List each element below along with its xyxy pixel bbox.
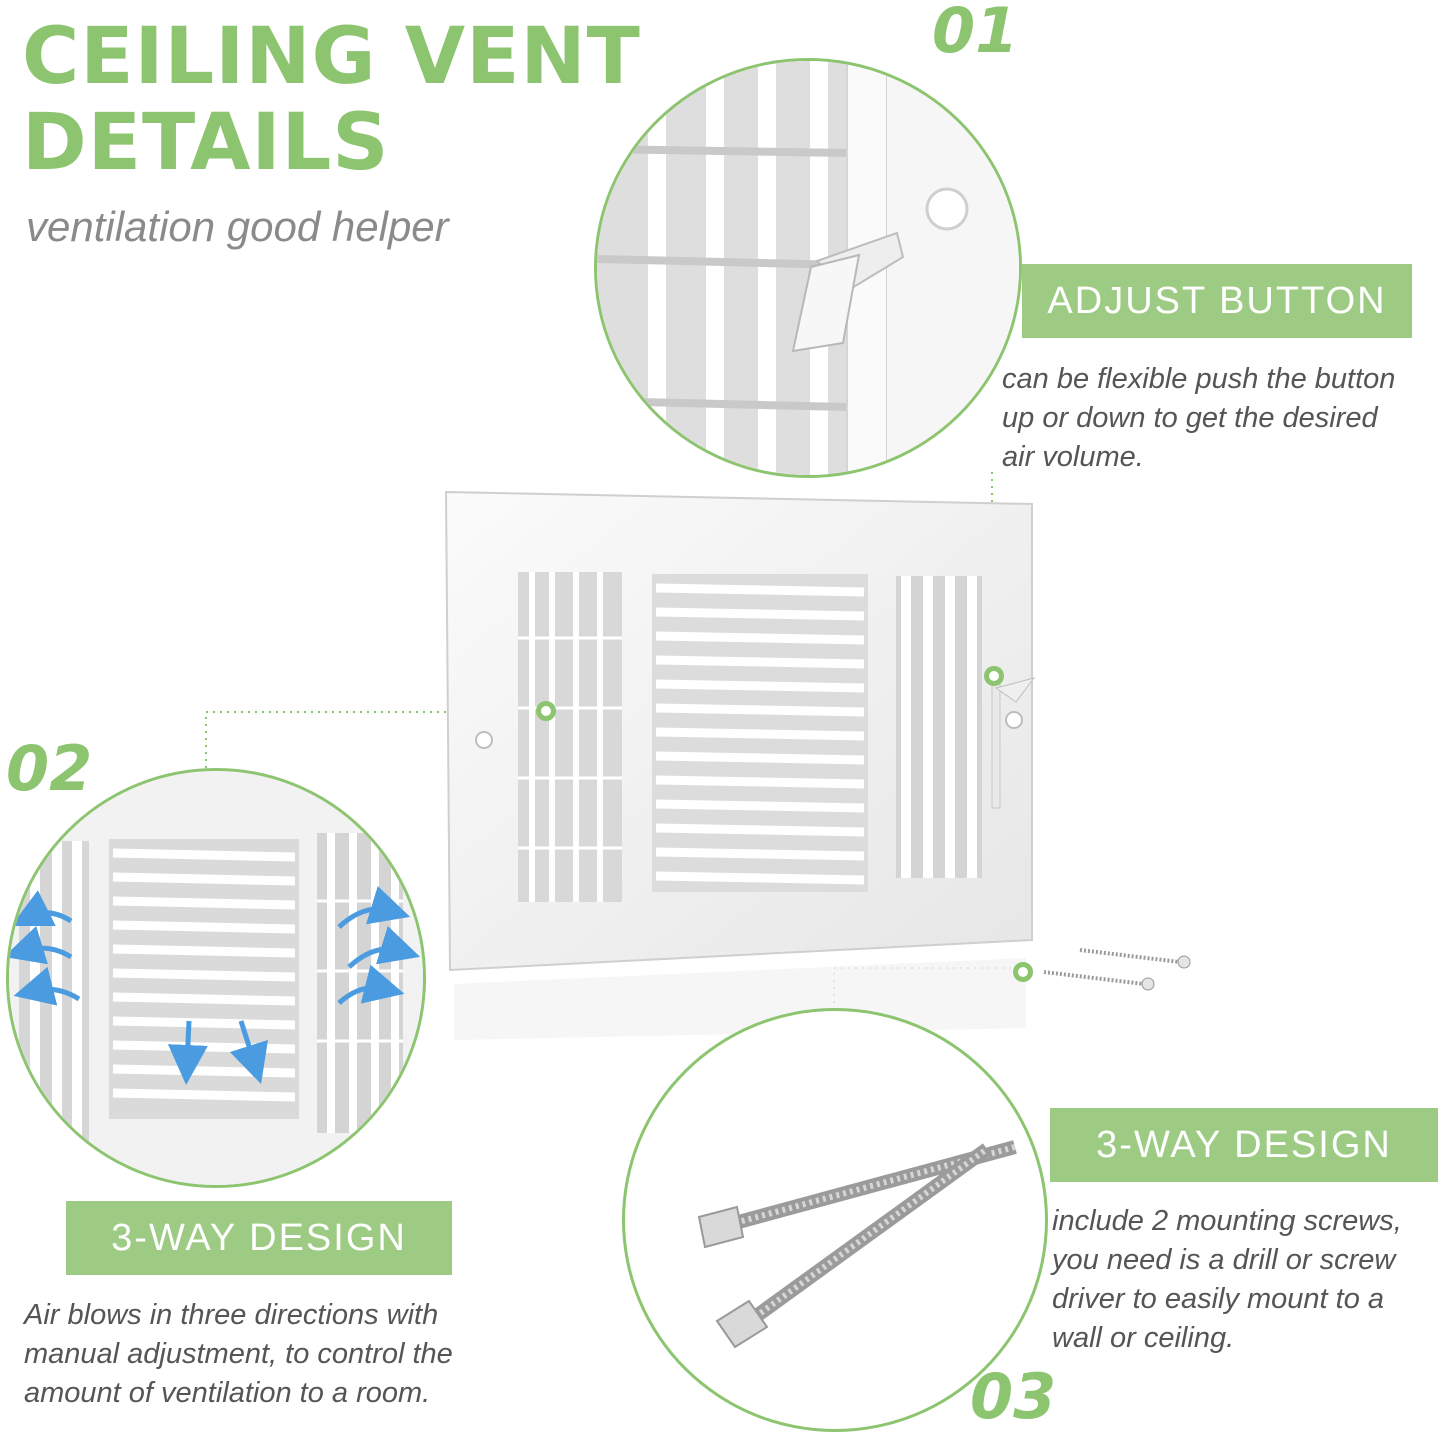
louver-marker	[536, 701, 556, 721]
description-line: up or down to get the desired	[1002, 402, 1378, 434]
subtitle: ventilation good helper	[26, 203, 449, 250]
adjust-button-closeup	[594, 58, 1022, 478]
description-line: you need is a drill or screw	[1052, 1244, 1396, 1276]
description-line: Air blows in three directions with	[24, 1299, 439, 1331]
adjust-button-marker	[984, 666, 1004, 686]
description-line: amount of ventilation to a room.	[24, 1377, 431, 1409]
adjust-button-description: can be flexible push the button up or do…	[1002, 360, 1395, 477]
small-screws-image	[1043, 948, 1191, 991]
adjust-button-closeup-image	[597, 61, 1019, 475]
three-way-design-badge-right: 3-WAY DESIGN	[1050, 1108, 1438, 1182]
description-line: air volume.	[1002, 441, 1144, 473]
ceiling-vent-image	[444, 490, 1036, 1040]
three-way-closeup	[6, 768, 426, 1188]
three-way-closeup-image	[9, 771, 423, 1185]
description-line: driver to easily mount to a	[1052, 1283, 1385, 1315]
adjust-button-badge: ADJUST BUTTON	[1022, 264, 1412, 338]
page-title: CEILING VENT DETAILS	[22, 14, 722, 186]
three-way-design-badge-left: 3-WAY DESIGN	[66, 1201, 452, 1275]
feature-number-01: 01	[932, 0, 1019, 67]
description-line: can be flexible push the button	[1002, 363, 1396, 395]
description-line: include 2 mounting screws,	[1052, 1205, 1402, 1237]
feature-number-03: 03	[970, 1360, 1057, 1433]
mounting-screws-image	[697, 1140, 1017, 1349]
three-way-design-description-right: include 2 mounting screws, you need is a…	[1052, 1202, 1402, 1358]
screws-marker	[1013, 962, 1033, 982]
title-line-2: DETAILS	[22, 98, 390, 188]
airflow-arrows	[9, 886, 421, 1085]
screws-closeup	[622, 1008, 1048, 1432]
description-line: manual adjustment, to control the	[24, 1338, 453, 1370]
feature-number-02: 02	[6, 732, 93, 805]
description-line: wall or ceiling.	[1052, 1322, 1235, 1354]
title-line-1: CEILING VENT	[22, 12, 641, 102]
three-way-design-description-left: Air blows in three directions with manua…	[24, 1296, 453, 1413]
